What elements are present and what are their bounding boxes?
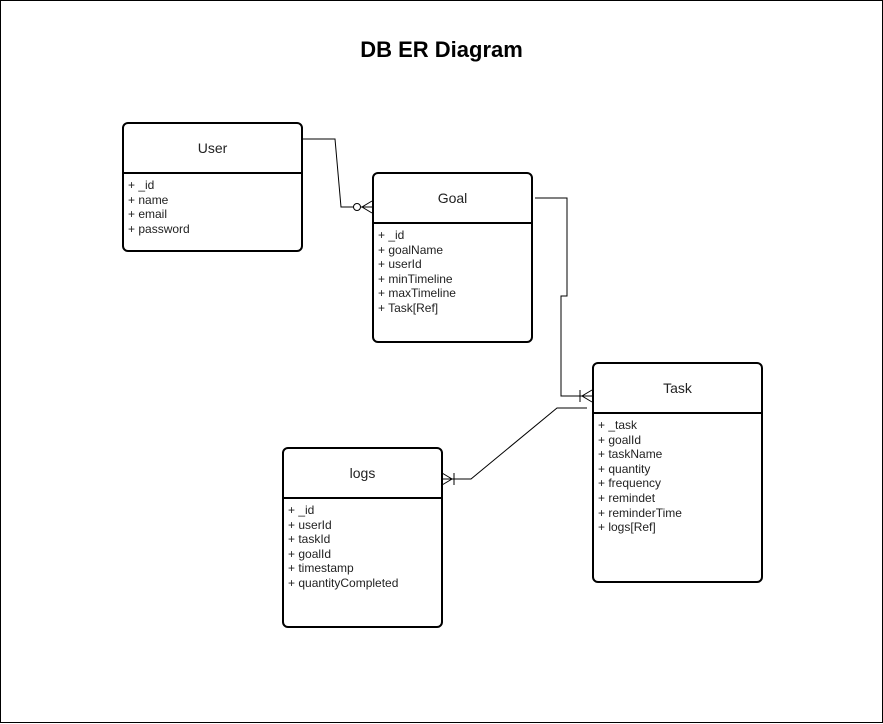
diagram-title: DB ER Diagram bbox=[360, 37, 523, 62]
field-item: + _task bbox=[598, 418, 638, 432]
field-item: + maxTimeline bbox=[378, 286, 456, 301]
entity-goal-fields: + _id + goalName + userId + minTimeline … bbox=[378, 228, 529, 316]
field-item: + name bbox=[128, 192, 169, 207]
entity-logs[interactable]: logs + _id + userId + taskId + goalId + … bbox=[282, 447, 443, 628]
entity-goal-name: Goal bbox=[374, 174, 531, 224]
field-item: + timestamp bbox=[288, 561, 354, 576]
entity-logs-fields: + _id + userId + taskId + goalId + times… bbox=[288, 503, 439, 591]
field-item: + userId bbox=[378, 257, 422, 272]
field-item: + quantity bbox=[598, 461, 651, 476]
field-item: + _id bbox=[128, 178, 155, 192]
field-item: + email bbox=[128, 207, 168, 222]
field-item: + goalId bbox=[598, 432, 642, 447]
field-item: + frequency bbox=[598, 476, 662, 491]
entity-logs-name: logs bbox=[284, 449, 441, 499]
field-item: + reminderTime bbox=[598, 505, 682, 520]
field-item: + _id bbox=[378, 228, 405, 242]
entity-user[interactable]: User + _id + name + email + password bbox=[122, 122, 303, 252]
entity-task-name: Task bbox=[594, 364, 761, 414]
field-item: + quantityCompleted bbox=[288, 575, 399, 590]
field-item: + remindet bbox=[598, 490, 656, 505]
field-item: + minTimeline bbox=[378, 271, 453, 286]
field-item: + goalName bbox=[378, 242, 444, 257]
crowfoot-many-marker bbox=[441, 472, 453, 486]
entity-goal[interactable]: Goal + _id + goalName + userId + minTime… bbox=[372, 172, 533, 343]
connector-goal-task bbox=[535, 197, 592, 397]
field-item: + taskId bbox=[288, 532, 331, 547]
field-item: + userId bbox=[288, 517, 332, 532]
field-item: + taskName bbox=[598, 447, 663, 462]
connector-user-goal bbox=[303, 138, 372, 208]
entity-task[interactable]: Task + _task + goalId + taskName + quant… bbox=[592, 362, 763, 583]
field-item: + logs[Ref] bbox=[598, 520, 656, 535]
field-item: + _id bbox=[288, 503, 315, 517]
field-item: + password bbox=[128, 221, 190, 236]
crowfoot-many-marker bbox=[361, 200, 373, 214]
entity-user-fields: + _id + name + email + password bbox=[128, 178, 299, 236]
field-item: + goalId bbox=[288, 546, 332, 561]
crowfoot-many-marker bbox=[581, 389, 593, 403]
field-item: + Task[Ref] bbox=[378, 300, 439, 315]
crowfoot-zero-marker bbox=[353, 203, 361, 211]
entity-user-name: User bbox=[124, 124, 301, 174]
entity-task-fields: + _task + goalId + taskName + quantity +… bbox=[598, 418, 759, 535]
connector-task-logs bbox=[442, 407, 587, 480]
